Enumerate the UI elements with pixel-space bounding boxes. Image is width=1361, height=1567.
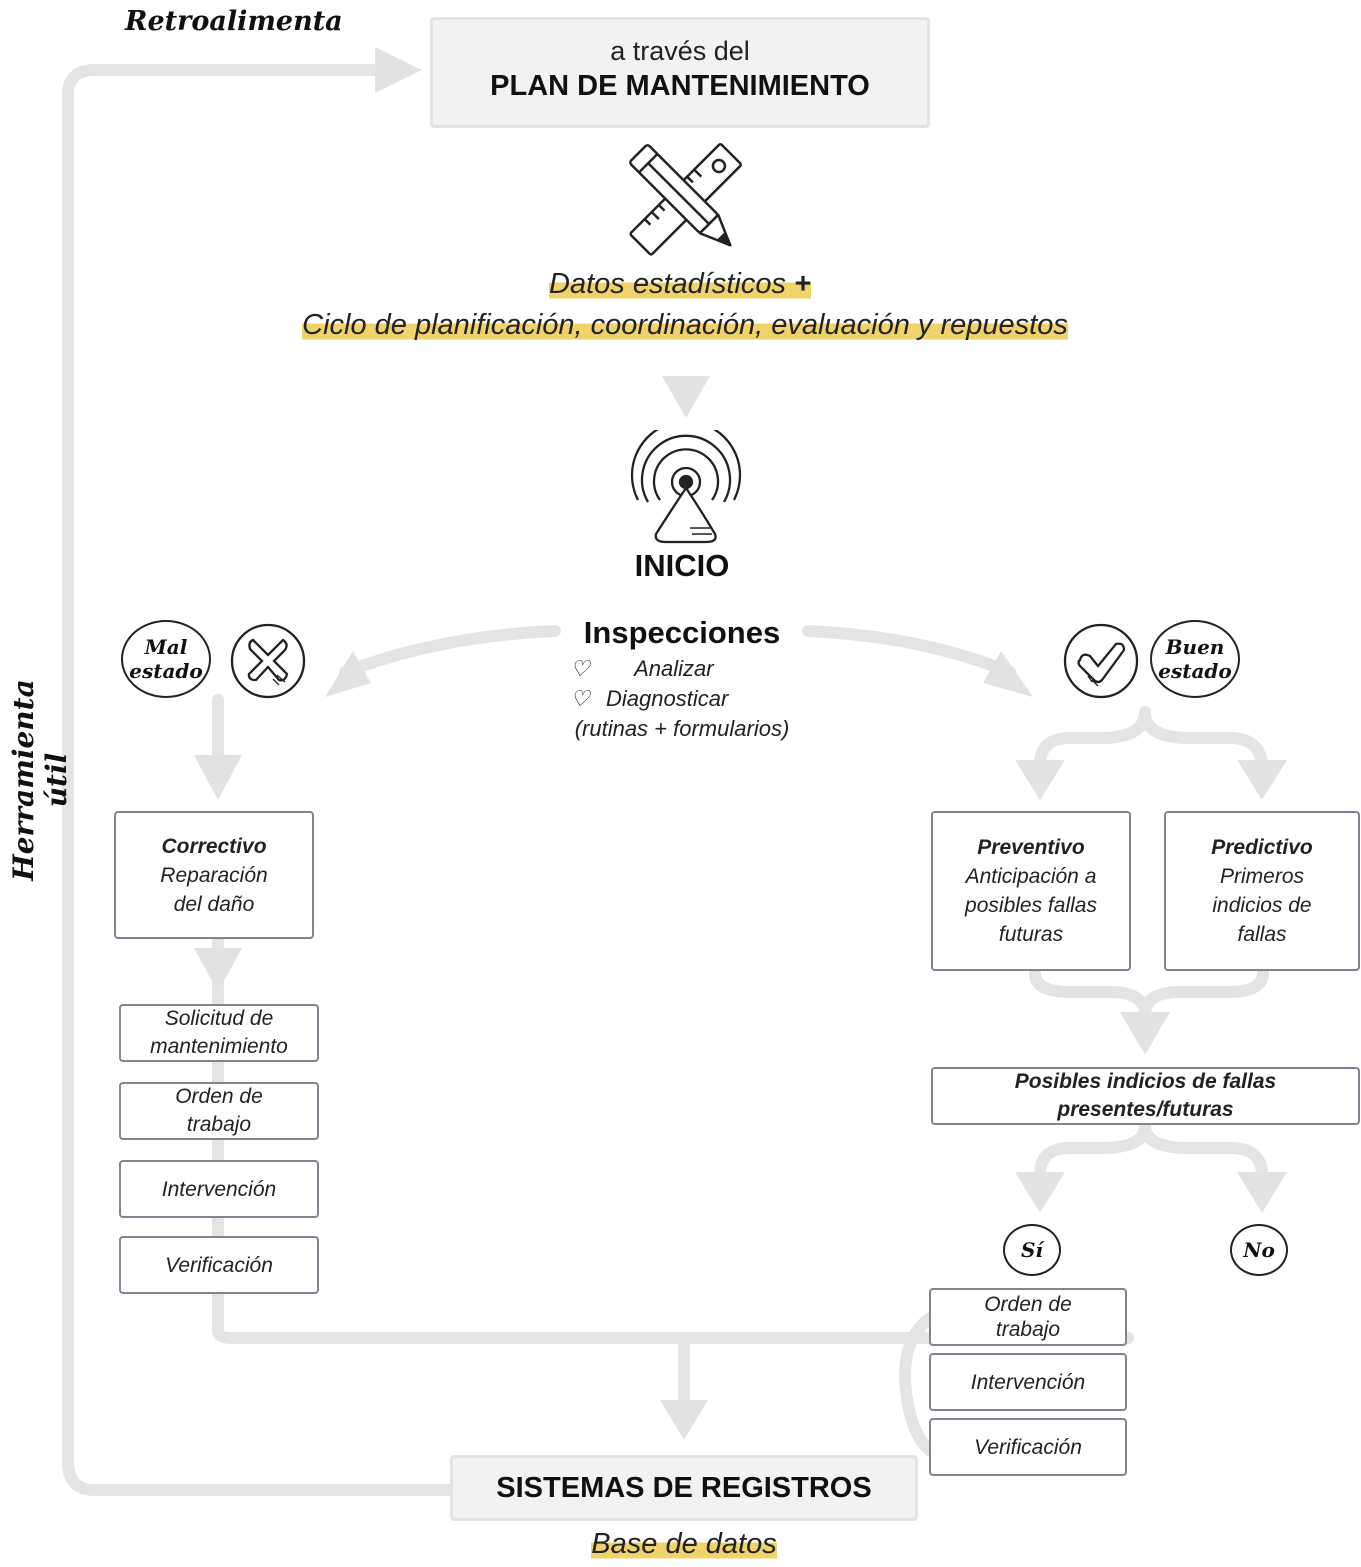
step-line1: Intervención bbox=[161, 1177, 277, 1201]
inspection-right-branch bbox=[802, 625, 1016, 678]
good-state-split-right bbox=[1139, 706, 1268, 771]
signal-tower-icon bbox=[630, 430, 742, 544]
corrective-line1: Reparación bbox=[160, 863, 268, 887]
step-line2: mantenimiento bbox=[150, 1035, 288, 1058]
step-line2: trabajo bbox=[186, 1113, 252, 1136]
no-arrowhead bbox=[1237, 1172, 1287, 1213]
corrective-step-intervention: Intervención bbox=[119, 1160, 319, 1218]
corrective-line2: del daño bbox=[173, 892, 255, 916]
failures-split-right bbox=[1139, 1120, 1268, 1181]
registry-subtitle-container: Base de datos bbox=[484, 1528, 884, 1561]
stats-line2-container: Ciclo de planificación, coordinación, ev… bbox=[150, 309, 1220, 342]
preventive-arrowhead bbox=[1015, 760, 1065, 800]
left-branch-arrowhead bbox=[325, 651, 371, 697]
corrective-step-request: Solicitud de mantenimiento bbox=[119, 1004, 319, 1062]
good-state-split bbox=[1034, 706, 1151, 771]
inspection-left-branch bbox=[339, 625, 561, 678]
yes-label: Sí bbox=[1020, 1238, 1044, 1262]
predictive-line3: fallas bbox=[1237, 923, 1287, 946]
inspections-item1-row: ♡ Analizar bbox=[570, 655, 810, 683]
possible-failures-line2: presentes/futuras bbox=[1057, 1098, 1234, 1121]
possible-failures-line1: Posibles indicios de fallas bbox=[1014, 1070, 1277, 1093]
inspections-item2: Diagnosticar bbox=[606, 686, 729, 711]
corrective-steps-arrowhead bbox=[194, 948, 242, 992]
registry-title: SISTEMAS DE REGISTROS bbox=[496, 1471, 872, 1504]
feedback-arrowhead bbox=[375, 47, 422, 93]
right-steps-bracket bbox=[899, 1312, 938, 1458]
good-state-badge: Buen estado bbox=[1150, 620, 1240, 698]
stats-plus: + bbox=[794, 268, 811, 300]
bad-state-badge: Mal estado bbox=[121, 620, 211, 698]
step-line1: Solicitud de bbox=[164, 1007, 274, 1030]
yes-arrowhead bbox=[1015, 1172, 1065, 1213]
step-line1: Intervención bbox=[970, 1370, 1086, 1394]
start-label: INICIO bbox=[634, 548, 730, 583]
preventive-box: Preventivo Anticipación a posibles falla… bbox=[931, 811, 1131, 971]
yes-badge: Sí bbox=[1003, 1224, 1061, 1276]
no-label: No bbox=[1243, 1238, 1275, 1262]
right-step-work-order: Orden de trabajo bbox=[929, 1288, 1127, 1346]
registry-box: SISTEMAS DE REGISTROS bbox=[450, 1455, 918, 1521]
right-branch-arrowhead bbox=[983, 651, 1033, 697]
inspections-note: (rutinas + formularios) bbox=[574, 716, 790, 741]
right-step-verification: Verificación bbox=[929, 1418, 1127, 1476]
right-step-intervention: Intervención bbox=[929, 1353, 1127, 1411]
registry-subtitle: Base de datos bbox=[591, 1528, 777, 1560]
stats-down-arrow bbox=[662, 376, 710, 418]
bad-state-line2: estado bbox=[129, 659, 203, 683]
check-mark-icon bbox=[1063, 623, 1139, 699]
feedback-loop-line bbox=[62, 64, 456, 1496]
stats-line1-container: Datos estadísticos + bbox=[380, 268, 980, 301]
corrective-title: Correctivo bbox=[161, 834, 267, 858]
no-badge: No bbox=[1230, 1224, 1288, 1276]
step-line1: Orden de bbox=[175, 1085, 263, 1108]
stats-line1: Datos estadísticos + bbox=[549, 268, 811, 300]
predictive-line1: Primeros bbox=[1219, 865, 1304, 888]
check-icon: ♡ bbox=[570, 656, 590, 681]
predictive-line2: indicios de bbox=[1212, 894, 1312, 917]
corrective-step-work-order: Orden de trabajo bbox=[119, 1082, 319, 1140]
pencil-ruler-icon bbox=[629, 143, 742, 256]
step-line2: trabajo bbox=[995, 1318, 1061, 1341]
plan-box: a través del PLAN DE MANTENIMIENTO bbox=[430, 17, 930, 128]
useful-tool-label: Herramienta útil bbox=[7, 679, 73, 881]
predictive-title: Predictivo bbox=[1211, 836, 1313, 859]
corrective-chain-line bbox=[212, 934, 1134, 1344]
check-icon: ♡ bbox=[570, 686, 590, 711]
plan-line1: a través del bbox=[610, 36, 750, 66]
stats-line2: Ciclo de planificación, coordinación, ev… bbox=[302, 309, 1068, 341]
failures-split-left bbox=[1034, 1120, 1151, 1181]
plan-line2: PLAN DE MANTENIMIENTO bbox=[490, 70, 870, 102]
inspections-item1: Analizar bbox=[634, 656, 714, 681]
stats-line1-text: Datos estadísticos bbox=[549, 268, 786, 300]
preventive-line1: Anticipación a bbox=[965, 865, 1097, 888]
x-mark-icon bbox=[230, 623, 306, 699]
good-state-line1: Buen bbox=[1165, 635, 1225, 659]
corrective-arrowhead bbox=[194, 755, 242, 800]
registry-arrowhead bbox=[660, 1400, 708, 1440]
predictive-arrowhead bbox=[1237, 760, 1287, 800]
step-line1: Orden de bbox=[984, 1293, 1072, 1316]
corrective-box: Correctivo Reparación del daño bbox=[114, 811, 314, 939]
preventive-line3: futuras bbox=[998, 923, 1064, 946]
merge-arrowhead bbox=[1120, 1012, 1170, 1055]
preventive-title: Preventivo bbox=[977, 836, 1085, 859]
merge-line-left bbox=[1029, 967, 1151, 1021]
feedback-label: Retroalimenta bbox=[125, 6, 343, 37]
good-state-line2: estado bbox=[1158, 659, 1232, 683]
corrective-step-verification: Verificación bbox=[119, 1236, 319, 1294]
bad-state-line1: Mal bbox=[144, 635, 188, 659]
predictive-box: Predictivo Primeros indicios de fallas bbox=[1164, 811, 1360, 971]
inspections-title: Inspecciones bbox=[583, 615, 781, 650]
possible-failures-box: Posibles indicios de fallas presentes/fu… bbox=[931, 1067, 1360, 1125]
merge-line-right bbox=[1139, 967, 1269, 1021]
step-line1: Verificación bbox=[974, 1435, 1082, 1459]
preventive-line2: posibles fallas bbox=[965, 894, 1097, 917]
inspections-item2-row: ♡ Diagnosticar bbox=[570, 685, 810, 713]
step-line1: Verificación bbox=[165, 1253, 273, 1277]
